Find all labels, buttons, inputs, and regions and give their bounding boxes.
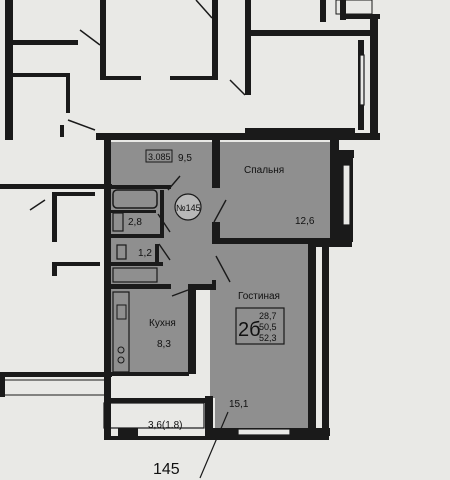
kitchen-counter bbox=[112, 267, 158, 373]
area-living: 28,7 bbox=[259, 311, 277, 321]
corridor-code-box bbox=[145, 149, 173, 163]
bottom-apartment-number: 145 bbox=[153, 461, 180, 478]
bedroom-area: 12,6 bbox=[295, 216, 315, 227]
apartment-number-circle bbox=[174, 193, 202, 221]
room-labels: 3.085 9,5 Спальня 12,6 №145 2,8 1,2 Гост… bbox=[128, 149, 315, 431]
callout-leader bbox=[199, 411, 229, 479]
door-swings bbox=[157, 175, 231, 297]
balcony-rail bbox=[103, 402, 205, 429]
left-neighbour-walls bbox=[0, 184, 112, 397]
upper-neighbour-walls bbox=[5, 0, 380, 140]
apartment-number: №145 bbox=[176, 203, 201, 213]
toilet bbox=[116, 244, 127, 260]
corridor-area: 9,5 bbox=[178, 153, 192, 164]
kitchen-name: Кухня bbox=[149, 318, 176, 329]
bathtub bbox=[112, 189, 158, 209]
radiator bbox=[118, 428, 138, 436]
kitchen-area: 8,3 bbox=[157, 339, 171, 350]
plan-type: 2б bbox=[238, 319, 261, 341]
upper-window bbox=[359, 54, 365, 106]
bedroom-window bbox=[342, 164, 351, 226]
apartment-shading bbox=[110, 142, 330, 428]
corridor-code: 3.085 bbox=[148, 152, 171, 162]
balcony-area: 3,6(1.8) bbox=[148, 420, 182, 431]
area-summary-box bbox=[235, 307, 285, 345]
wc-area: 1,2 bbox=[138, 248, 152, 259]
windows bbox=[103, 54, 365, 436]
bedroom-name: Спальня bbox=[244, 165, 284, 176]
interior-walls bbox=[111, 140, 332, 374]
area-summary: 2б 28,7 50,5 52,3 bbox=[235, 307, 285, 345]
bath-area: 2,8 bbox=[128, 217, 142, 228]
living-area: 15,1 bbox=[229, 399, 249, 410]
apartment-area bbox=[110, 142, 330, 428]
fixtures bbox=[112, 189, 158, 436]
living-name: Гостиная bbox=[238, 291, 280, 302]
area-with-balcony: 52,3 bbox=[259, 333, 277, 343]
callout: 145 bbox=[153, 411, 229, 479]
sink bbox=[112, 212, 124, 232]
area-total: 50,5 bbox=[259, 322, 277, 332]
living-window bbox=[237, 428, 291, 436]
